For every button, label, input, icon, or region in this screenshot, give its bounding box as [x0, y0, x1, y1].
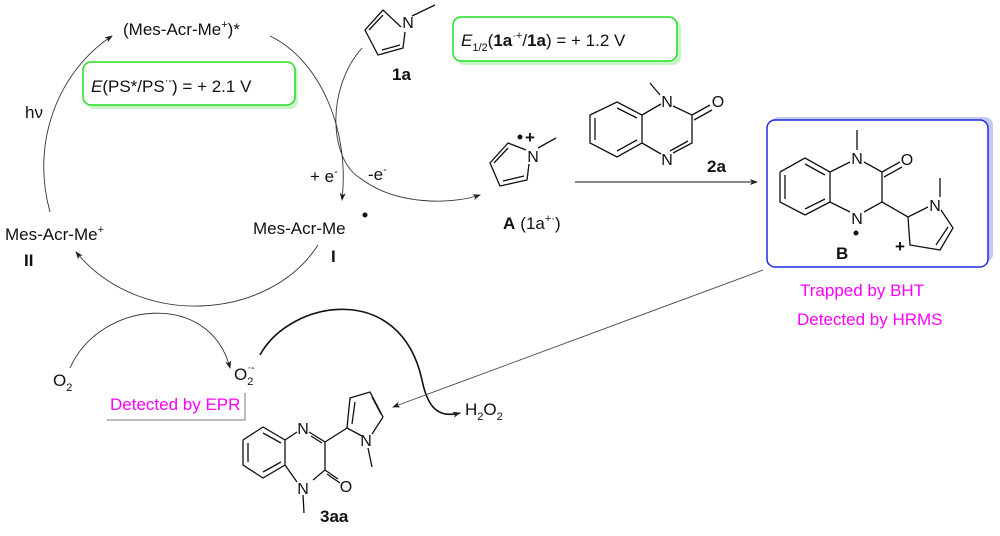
svg-text:N: N — [402, 15, 414, 32]
radical-cation-A-structure: N + A(1a+·) — [489, 128, 561, 233]
b-to-product-arrow — [392, 269, 764, 408]
electron-gain: + e- — [310, 166, 338, 186]
ground-label: II — [24, 251, 33, 270]
superoxide-label: O2·- — [234, 362, 255, 388]
svg-text:N: N — [661, 152, 673, 169]
pyrrole-oxidation-arc — [335, 47, 481, 202]
reduced-label: I — [331, 247, 336, 266]
compound-1a-label: 1a — [392, 65, 411, 84]
oxygen-reduction-arc — [69, 312, 232, 369]
electron-loss: -e- — [368, 164, 387, 184]
svg-text:N: N — [851, 211, 863, 228]
hv-label: hν — [25, 103, 43, 122]
bht-annotation: Trapped by BHT — [800, 281, 924, 300]
svg-text:+: + — [525, 128, 535, 147]
excited-photocatalyst: (Mes-Acr-Me+)* — [123, 19, 240, 39]
h2o2-label: H2O2 — [465, 400, 503, 423]
svg-text:N: N — [851, 151, 863, 168]
ground-photocatalyst: Mes-Acr-Me+ — [5, 224, 104, 244]
radical-dot — [362, 212, 368, 218]
oxygen-label: O2 — [53, 371, 72, 394]
svg-text:N: N — [661, 94, 673, 111]
pyrrole-potential-box: E1/2(1a·+/1a) = + 1.2 V — [452, 16, 681, 65]
pyrrole-1a-structure: N 1a — [364, 4, 436, 84]
compound-3aa-label: 3aa — [320, 507, 349, 526]
product-3aa-structure: N N O N 3aa — [242, 391, 384, 526]
superoxide-arc — [259, 308, 461, 418]
svg-text:N: N — [527, 149, 539, 166]
epr-annotation: Detected by EPR — [110, 395, 240, 414]
svg-text:E(PS*/PS·-) = + 2.1 V: E(PS*/PS·-) = + 2.1 V — [91, 75, 252, 96]
cycle-arc-hv — [43, 35, 113, 213]
cycle-arc-reduction — [269, 35, 346, 201]
compound-2a-label: 2a — [707, 157, 726, 176]
svg-text:E1/2(1a·+/1a) = + 1.2 V: E1/2(1a·+/1a) = + 1.2 V — [461, 30, 626, 54]
svg-text:O: O — [712, 94, 724, 111]
compound-B-label: B — [836, 244, 848, 263]
svg-text:N: N — [929, 198, 941, 215]
compound-A-label: A(1a+·) — [503, 213, 561, 233]
svg-text:O: O — [340, 479, 352, 496]
svg-text:N: N — [360, 433, 372, 450]
cycle-arc-oxidation — [75, 244, 319, 307]
intermediate-B-box: N O N N + B — [766, 117, 993, 268]
svg-text:N: N — [297, 421, 309, 438]
ps-potential-box: E(PS*/PS·-) = + 2.1 V — [82, 61, 298, 109]
svg-text:+: + — [895, 237, 905, 256]
reduced-photocatalyst: Mes-Acr-Me — [253, 219, 346, 238]
svg-text:N: N — [297, 481, 309, 498]
quinoxalinone-2a-structure: N O N 2a — [589, 82, 726, 176]
epr-annotation-box: Detected by EPR — [107, 393, 246, 421]
hrms-annotation: Detected by HRMS — [797, 310, 943, 329]
svg-text:O: O — [901, 152, 913, 169]
